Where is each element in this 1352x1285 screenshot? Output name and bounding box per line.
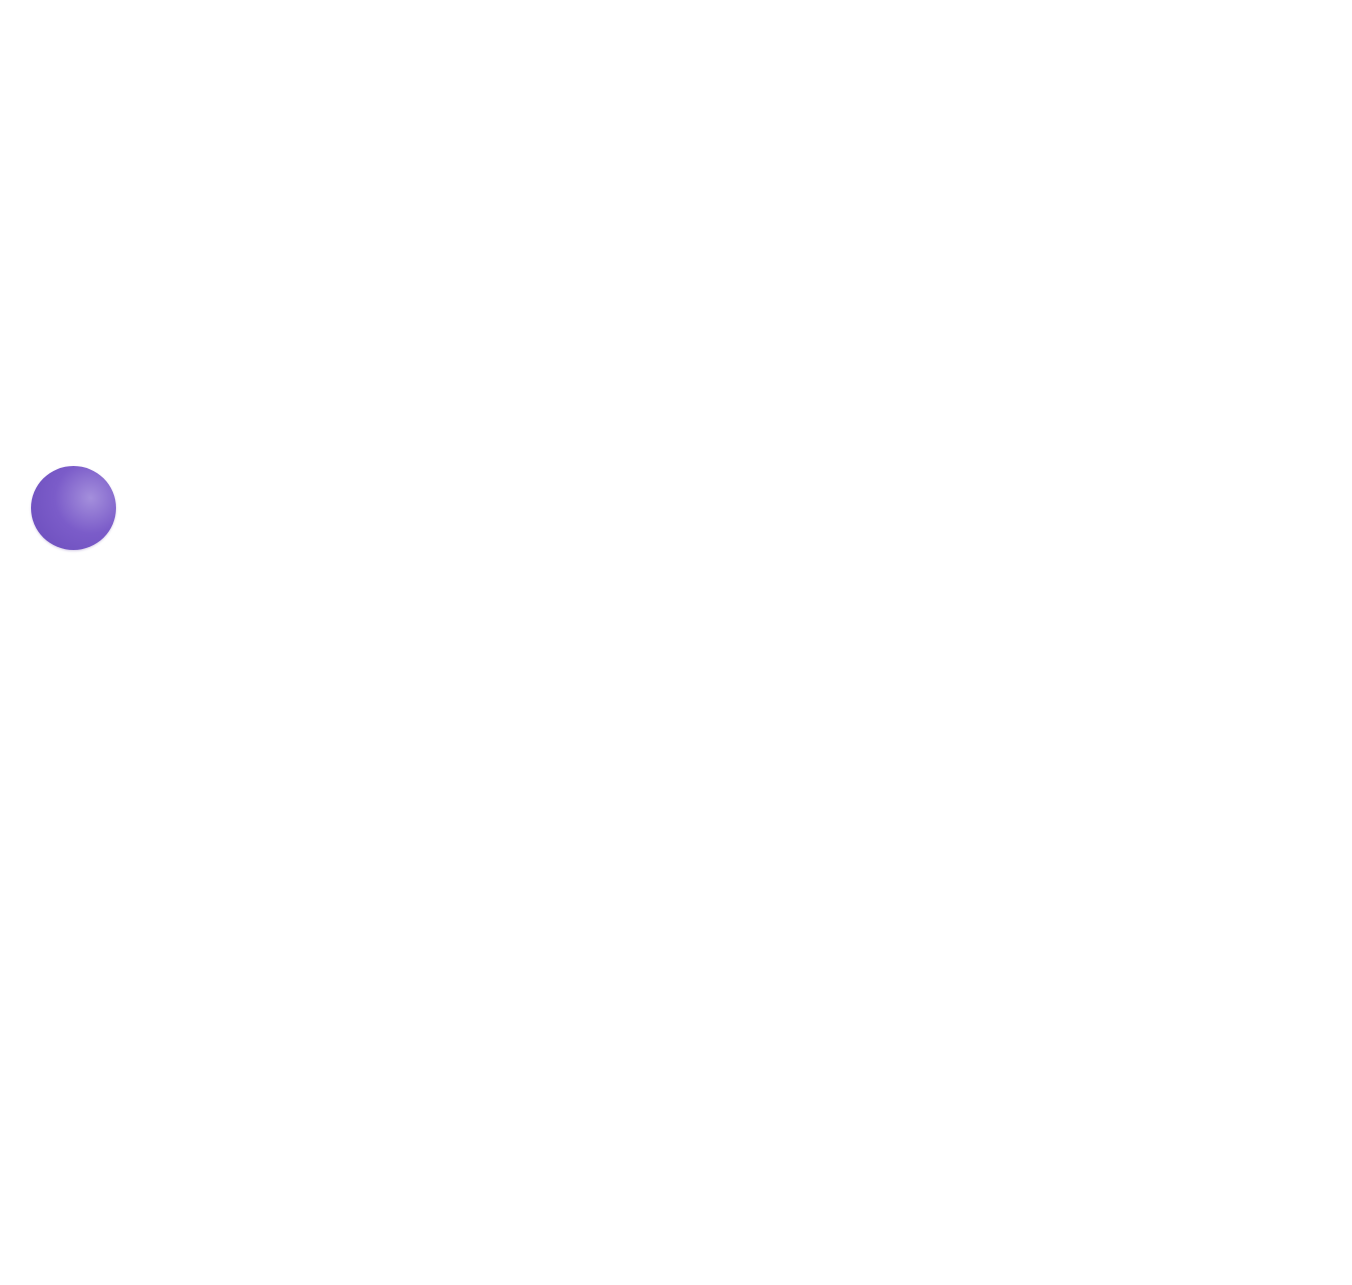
purple-sphere[interactable] [31, 466, 116, 550]
